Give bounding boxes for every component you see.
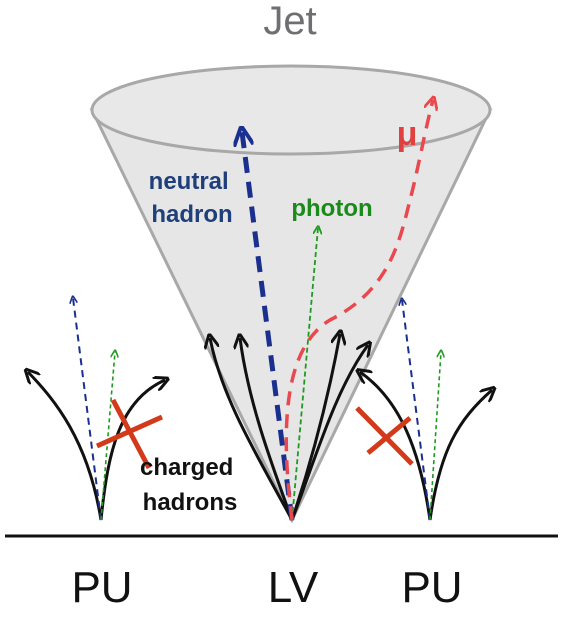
- left-pu-photon-track: [100, 352, 115, 521]
- neutral-hadron-label-line1: neutral: [149, 168, 229, 195]
- neutral-hadron-label-line2: hadron: [151, 201, 232, 228]
- photon-track: [291, 228, 318, 521]
- lv-charged-track-4: [290, 345, 368, 521]
- photon-label: photon: [291, 195, 372, 222]
- lv-charged-hadron-tracks: [210, 334, 368, 521]
- charged-hadrons-label-line1: charged: [140, 454, 233, 481]
- charged-hadrons-label-line2: hadrons: [143, 489, 238, 516]
- center-vertex-label: LV: [268, 563, 319, 612]
- jet-cone-rim: [90, 64, 492, 156]
- lv-charged-track-2: [240, 338, 294, 521]
- right-pu-neutral-track: [402, 300, 431, 521]
- charged-hadrons-label: charged hadrons: [140, 454, 240, 516]
- neutral-hadron-label: neutral hadron: [149, 168, 236, 228]
- neutral-hadron-track: [242, 132, 295, 521]
- left-pu-charged-track-1: [28, 372, 103, 521]
- left-veto-cross-icon: [95, 398, 164, 470]
- right-veto-cross-icon: [355, 406, 414, 466]
- lv-charged-track-1: [210, 338, 294, 521]
- left-vertex-label: PU: [71, 563, 132, 612]
- right-pu-photon-track: [429, 352, 441, 521]
- muon-track: [284, 100, 433, 521]
- right-pileup-vertex-tracks: [355, 300, 492, 521]
- diagram-title: Jet: [263, 0, 316, 43]
- right-vertex-label: PU: [401, 563, 462, 612]
- left-pileup-vertex-tracks: [28, 298, 165, 521]
- left-pu-neutral-track: [73, 298, 102, 521]
- right-pu-charged-track-2: [428, 390, 492, 521]
- muon-label: μ: [397, 115, 418, 153]
